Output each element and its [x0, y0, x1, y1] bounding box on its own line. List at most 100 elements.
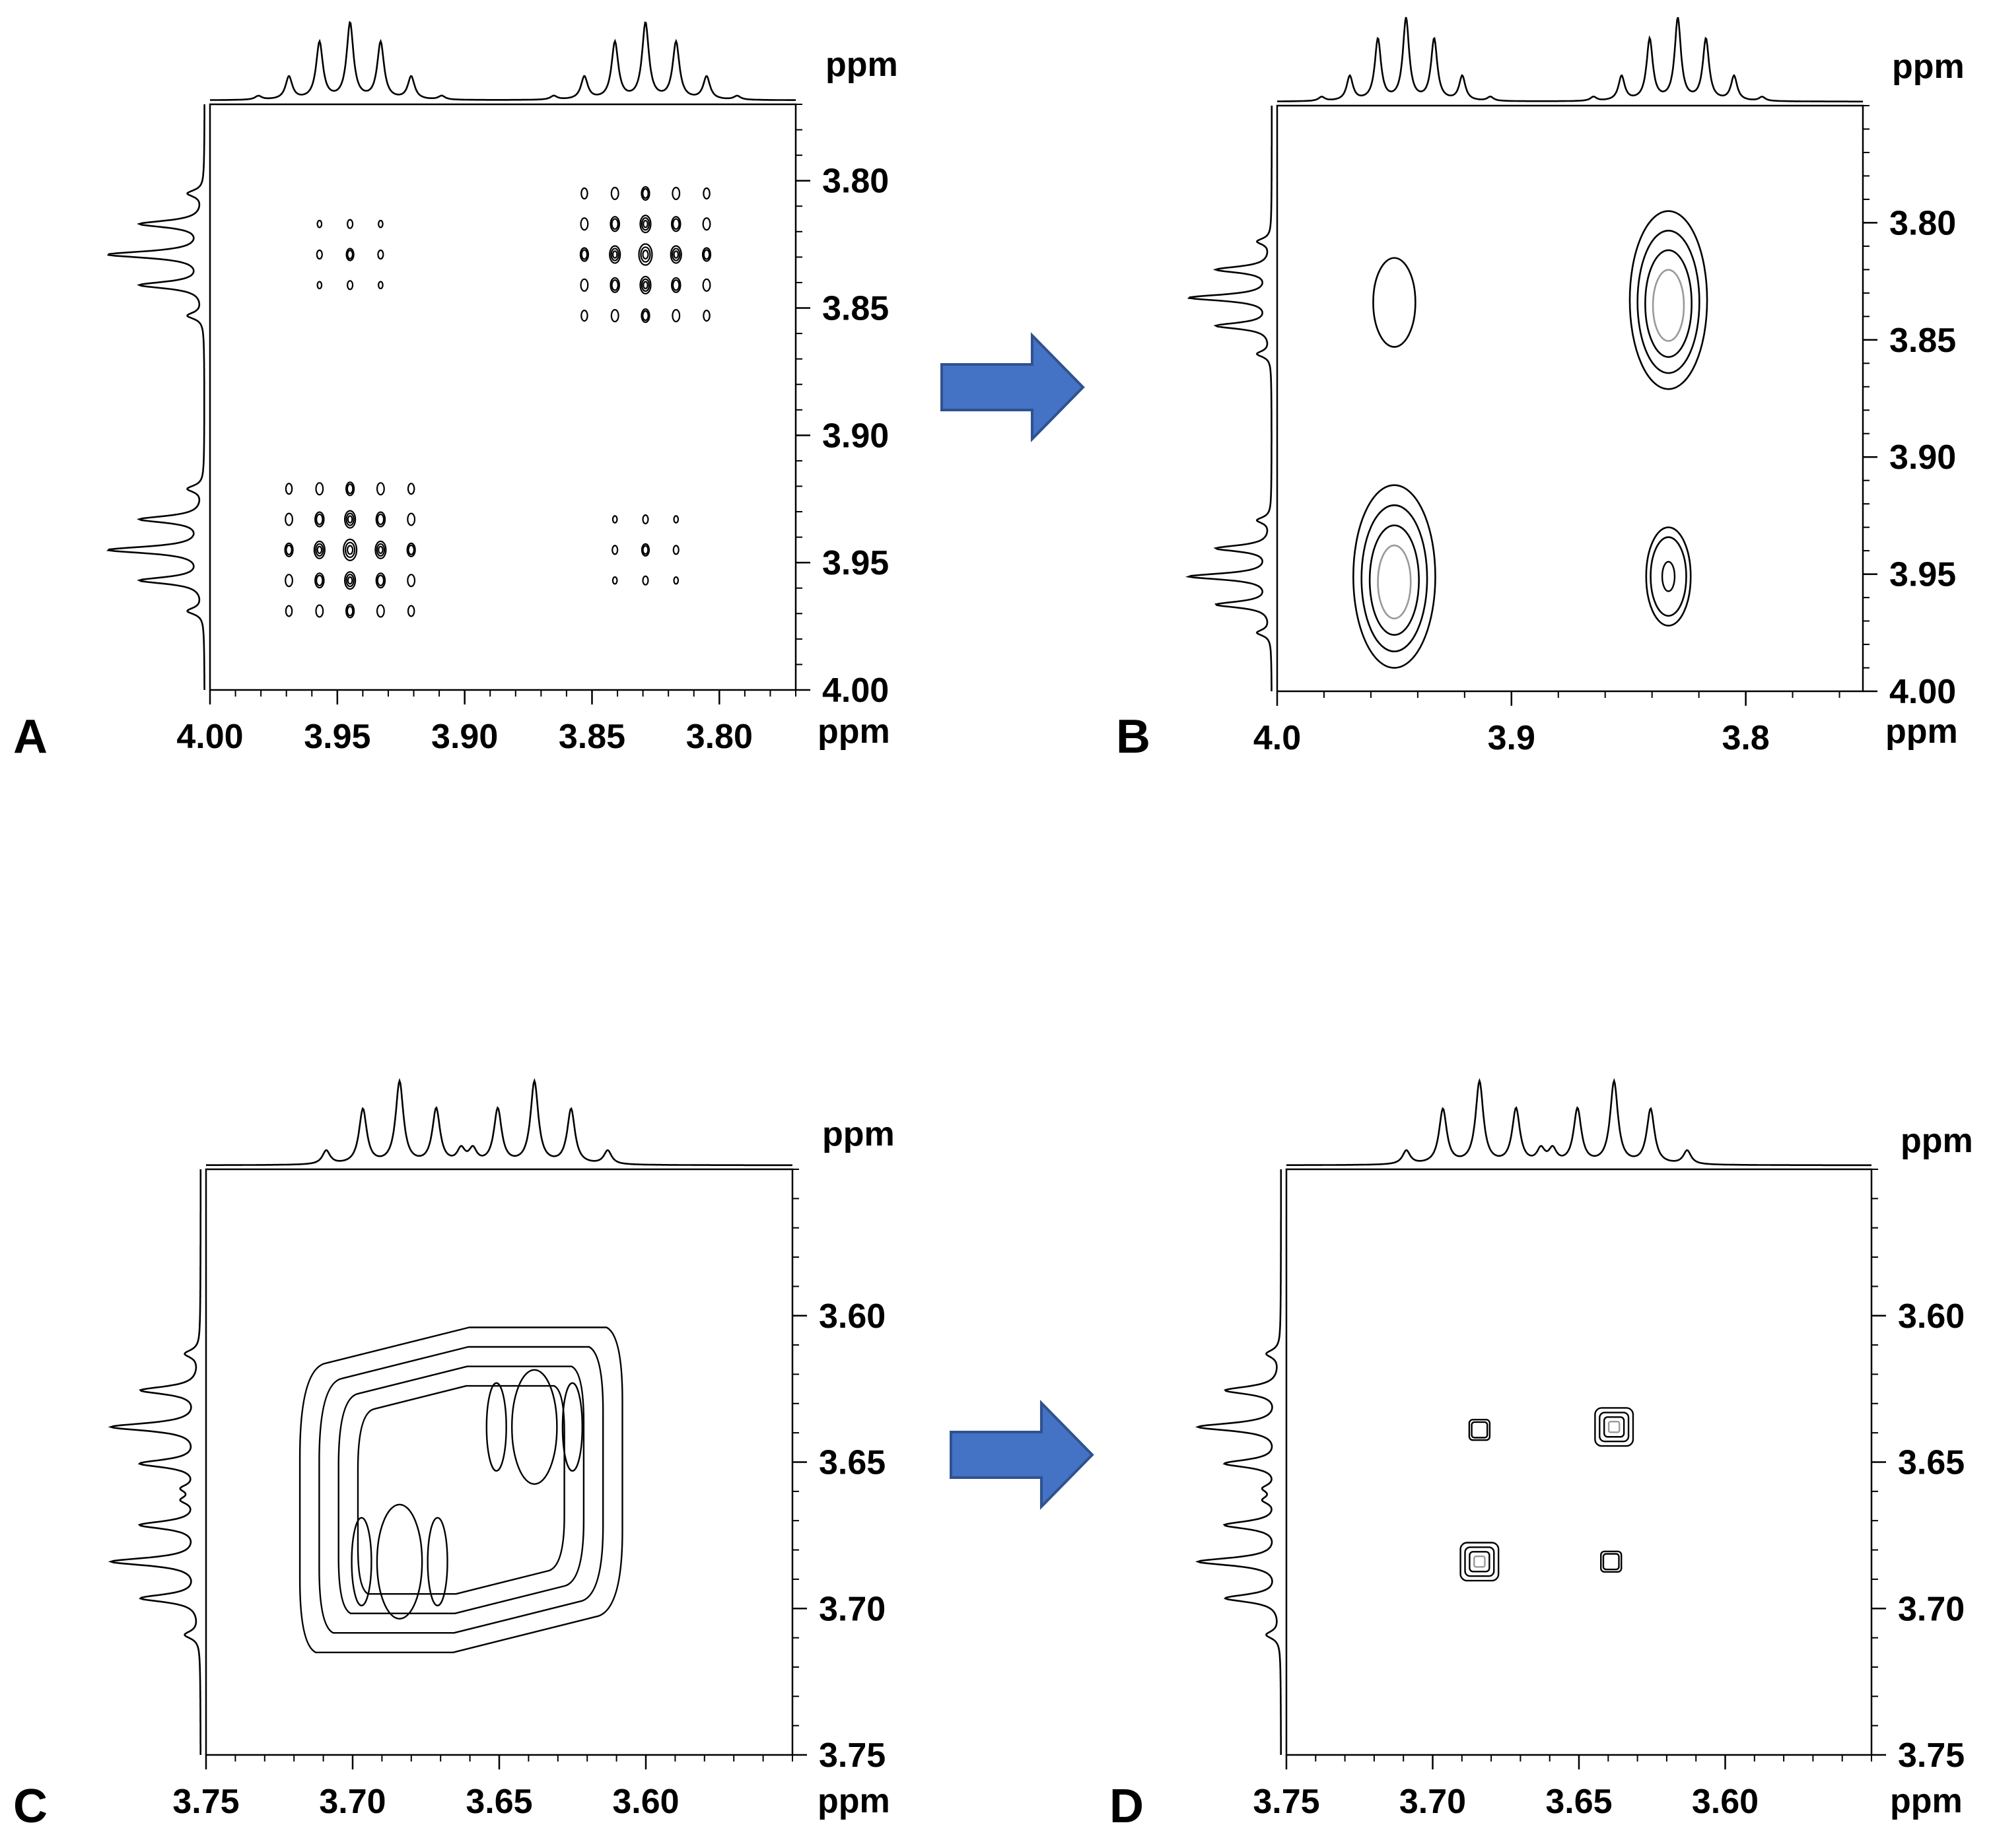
contour-level [703, 187, 711, 200]
contour-level [313, 540, 326, 559]
contour-level [314, 511, 325, 528]
cross-peak [1594, 1407, 1634, 1447]
contour-level [357, 1385, 565, 1595]
y-tick-label: 3.80 [1889, 204, 1956, 242]
cross-peak [1645, 526, 1692, 627]
left-projection-spectrum [1185, 106, 1273, 691]
contour-level [344, 571, 357, 590]
contour-level [1661, 561, 1676, 592]
contour-level [1471, 1421, 1488, 1439]
y-tick-label: 3.90 [822, 417, 889, 455]
contour-level [610, 216, 620, 232]
contour-level [378, 281, 384, 290]
contour-peaks [284, 186, 712, 619]
y-axis: 3.603.653.703.75 [1871, 1169, 1965, 1775]
arrow-right-icon [950, 1400, 1094, 1510]
top-projection-spectrum [209, 20, 796, 101]
x-tick-label: 3.95 [304, 718, 370, 756]
x-tick-label: 3.90 [431, 718, 498, 756]
contour-level [316, 219, 323, 228]
contour-level [702, 217, 711, 231]
x-axis-unit-label: ppm [1890, 1782, 1963, 1820]
contour-level [1650, 536, 1687, 617]
plot-frame [1276, 104, 1864, 693]
contour-level [610, 186, 619, 201]
contour-level [1603, 1416, 1625, 1438]
y-axis-unit-label: ppm [1901, 1122, 1973, 1160]
x-axis-unit-label: ppm [1885, 712, 1958, 751]
contour-level [347, 545, 354, 555]
y-tick-label: 3.65 [819, 1444, 886, 1482]
panel-letter: C [13, 1780, 48, 1833]
contour-level [642, 545, 649, 555]
contour-level [345, 512, 355, 526]
contour-level [407, 605, 415, 617]
contour-level [673, 515, 680, 524]
x-tick-label: 3.80 [686, 718, 753, 756]
contour-peaks [1352, 210, 1708, 669]
contour-level [640, 246, 651, 263]
contour-level [641, 278, 650, 292]
contour-level [609, 245, 621, 264]
contour-level [314, 572, 325, 589]
contour-level [285, 512, 293, 526]
contour-lobe [351, 1517, 372, 1607]
cross-peak [1600, 1550, 1623, 1573]
y-axis: 3.803.853.903.954.00 [796, 104, 889, 710]
contour-level [347, 250, 354, 259]
contour-level [407, 483, 415, 495]
contour-lobe [376, 1503, 423, 1620]
contour-level [1645, 526, 1692, 627]
contour-level [316, 281, 323, 290]
contour-level [701, 247, 712, 262]
contour-level [672, 308, 681, 323]
panel-letter: A [13, 710, 48, 763]
contour-level [347, 515, 353, 524]
contour-level [1468, 1419, 1491, 1441]
contour-level [672, 248, 681, 261]
x-tick-label: 3.60 [612, 1783, 679, 1821]
contour-level [315, 543, 324, 557]
x-tick-label: 3.70 [319, 1783, 386, 1821]
contour-level [344, 510, 357, 529]
contour-level [1368, 524, 1420, 636]
contour-level [639, 215, 652, 234]
contour-level [580, 187, 588, 200]
contour-level [374, 540, 387, 559]
contour-level [285, 574, 293, 588]
y-axis-unit-label: ppm [825, 46, 898, 84]
contour-level [612, 545, 619, 555]
contour-level [285, 483, 293, 495]
left-projection-spectrum [1195, 1169, 1282, 1755]
contour-level [672, 186, 681, 201]
contour-level [643, 219, 648, 228]
contour-level [703, 249, 711, 260]
x-tick-label: 3.8 [1722, 719, 1769, 757]
contour-level [345, 248, 355, 261]
contour-level [378, 219, 384, 228]
contour-level [610, 308, 619, 323]
contour-level [641, 308, 650, 324]
contour-level [702, 278, 711, 292]
contour-level [642, 188, 649, 199]
x-tick-label: 3.75 [1253, 1783, 1319, 1821]
contour-level [284, 542, 294, 557]
contour-level [316, 545, 323, 555]
contour-level [376, 543, 386, 557]
y-tick-label: 3.95 [1889, 556, 1956, 594]
x-tick-label: 3.70 [1399, 1783, 1466, 1821]
contour-level [642, 514, 649, 525]
contour-level [672, 218, 680, 230]
contour-level [1600, 1550, 1623, 1573]
contour-lobe [427, 1517, 448, 1607]
contour-level [345, 541, 356, 559]
y-tick-label: 3.70 [819, 1590, 886, 1628]
contour-peaks [298, 1326, 623, 1653]
contour-level [642, 250, 649, 260]
x-tick-label: 3.75 [172, 1783, 239, 1821]
